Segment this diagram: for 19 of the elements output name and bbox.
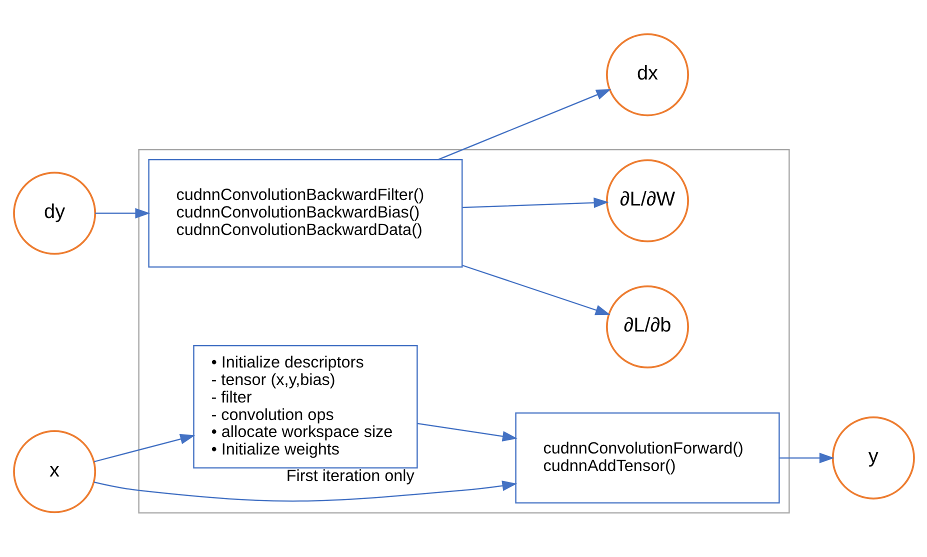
node-circle: ∂L/∂b: [606, 285, 688, 368]
cluster: [138, 149, 790, 514]
arrow: [93, 480, 517, 502]
node-box: cudnnConvolutionForward() cudnnAddTensor(): [514, 412, 780, 504]
arrow: [778, 452, 834, 464]
node-circle: dx: [606, 33, 688, 116]
arrow: [94, 208, 150, 219]
node-box: cudnnConvolutionBackwardFilter() cudnnConvolutionBackwardBias() cudnnConvolutionBackwardData(): [148, 158, 462, 268]
arrow: [416, 422, 517, 442]
arrow: [462, 197, 608, 208]
arrow: [462, 264, 610, 316]
node-box: • Initialize descriptors - tensor (x,y,bias) - filter - convolution ops • allocate workspace size • Initialize weights: [192, 344, 418, 469]
arrow: [93, 434, 195, 462]
node-circle: x: [12, 430, 96, 514]
node-circle: y: [831, 416, 914, 500]
node-circle: ∂L/∂W: [606, 159, 688, 242]
node-circle: dy: [12, 172, 96, 255]
arrow: [438, 89, 611, 160]
node-label: First iteration only: [286, 466, 414, 485]
